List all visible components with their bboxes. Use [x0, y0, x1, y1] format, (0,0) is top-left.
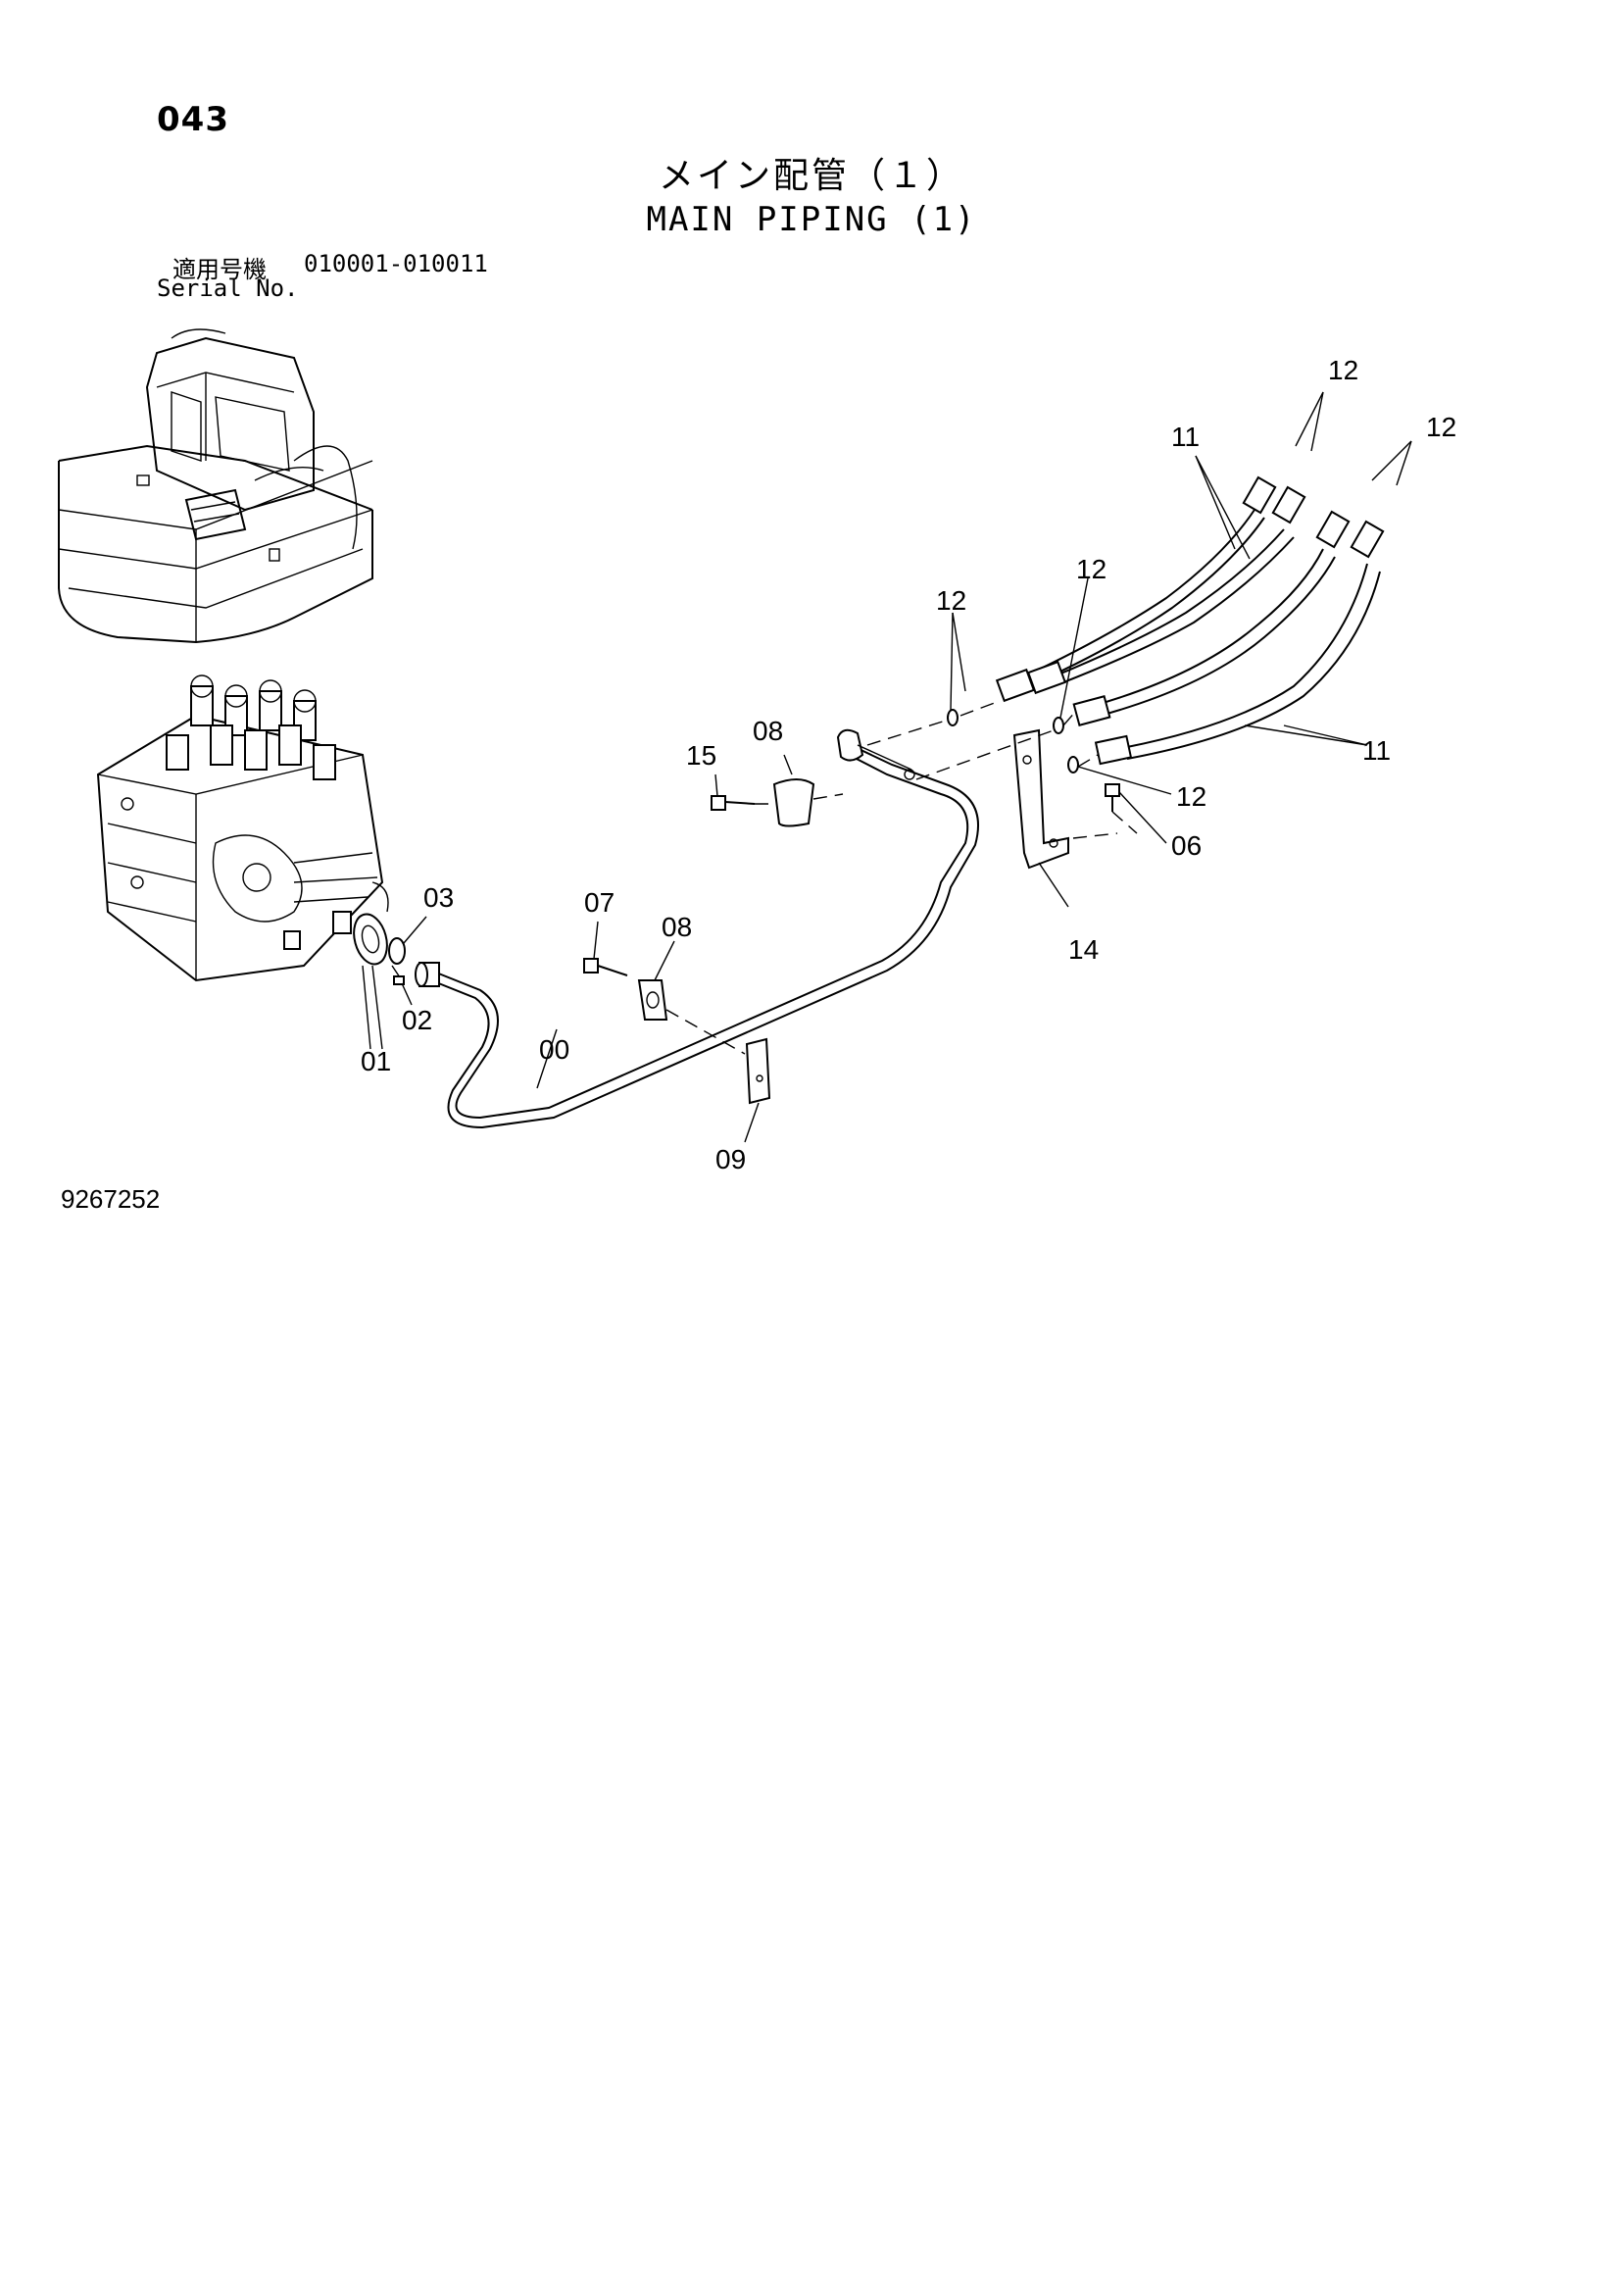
callout-12-top: 12	[1328, 355, 1358, 385]
page-title-japanese: メイン配管（１）	[658, 156, 964, 196]
page-title-english: MAIN PIPING (1)	[646, 200, 977, 239]
callout-12-right: 12	[1426, 412, 1456, 442]
callout-02: 02	[402, 1005, 432, 1035]
callout-12-lower: 12	[1176, 781, 1206, 812]
callout-14: 14	[1068, 934, 1099, 965]
excavator-overview-illustration	[58, 328, 373, 644]
callout-11-lower: 11	[1362, 735, 1391, 766]
page-number: 043	[157, 100, 229, 139]
callout-00: 00	[539, 1034, 569, 1065]
callout-12-left: 12	[936, 585, 966, 616]
callout-09: 09	[715, 1144, 746, 1174]
callout-12-middle: 12	[1076, 554, 1107, 584]
callout-11-upper: 11	[1171, 422, 1200, 452]
leader-lines	[362, 391, 1412, 1143]
hose-parts	[866, 475, 1385, 780]
serial-label-japanese: 適用号機	[172, 256, 267, 283]
control-valve-assembly-illustration	[96, 674, 389, 982]
callout-08-upper: 08	[753, 716, 783, 746]
drawing-number: 9267252	[61, 1184, 161, 1214]
serial-label-english: Serial No.	[157, 275, 299, 302]
serial-range: 010001-010011	[304, 250, 488, 277]
callout-03: 03	[423, 882, 454, 913]
callout-07: 07	[584, 887, 615, 918]
bracket-parts	[1012, 728, 1138, 870]
flange-parts	[353, 913, 406, 985]
clamp-parts	[583, 778, 844, 1105]
callout-08-lower: 08	[662, 912, 692, 942]
main-pipe	[415, 728, 979, 1129]
callout-01: 01	[361, 1046, 391, 1076]
callout-06: 06	[1171, 830, 1202, 861]
parts-diagram: 00 01 02 03 06 07 08 08 09 11 11 12 12 1…	[58, 328, 1456, 1174]
callout-15: 15	[686, 740, 716, 771]
